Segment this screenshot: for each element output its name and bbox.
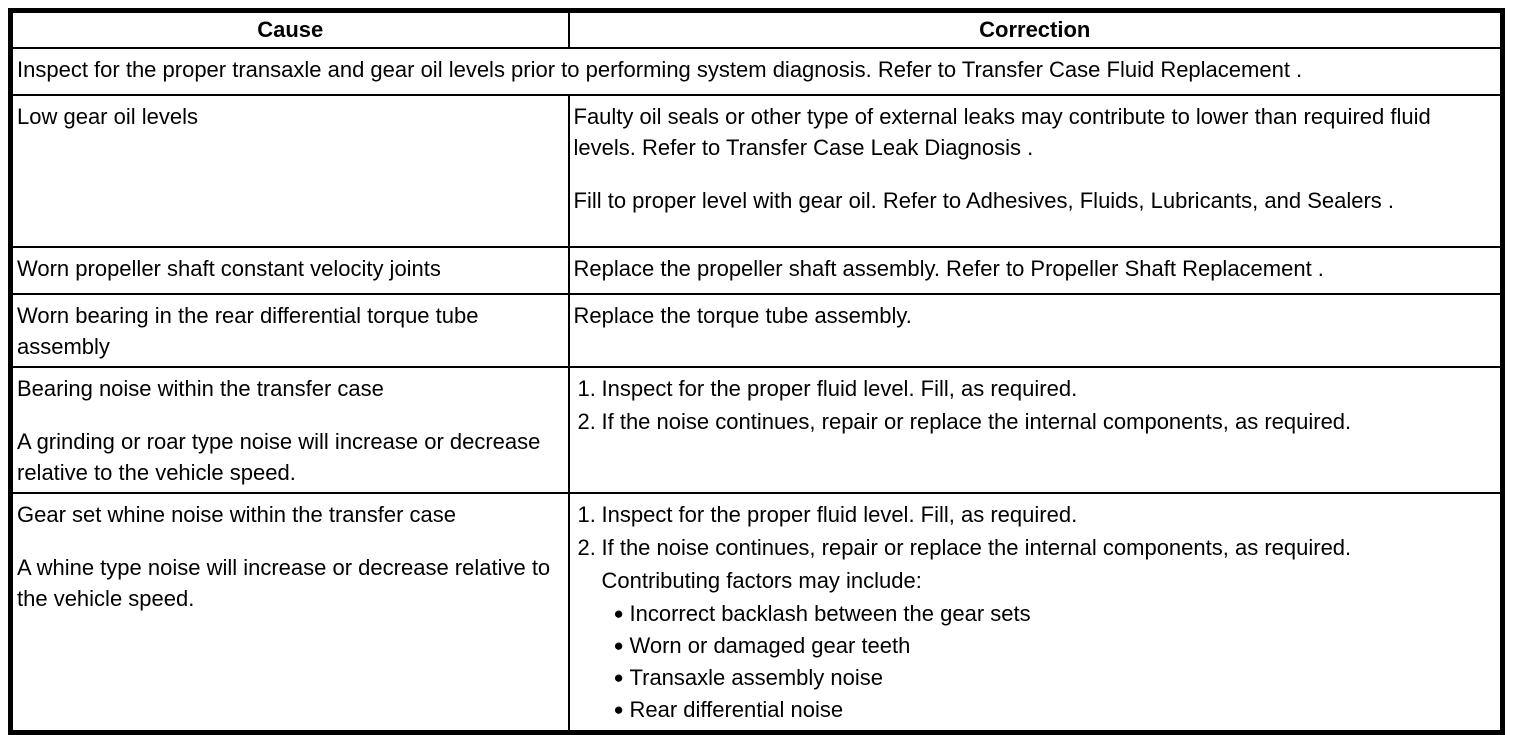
- table-row: Worn bearing in the rear differential to…: [9, 293, 1504, 368]
- correction-text: Replace the propeller shaft assembly. Re…: [573, 256, 1324, 281]
- bullet-icon: ●: [613, 668, 624, 687]
- step-text: Inspect for the proper fluid level. Fill…: [601, 502, 1078, 527]
- bullet-icon: ●: [613, 636, 624, 655]
- step-number: 1.: [577, 376, 596, 401]
- correction-text: Faulty oil seals or other type of extern…: [573, 104, 1431, 160]
- bullet-item: ● Rear differential noise: [614, 694, 1495, 725]
- table-row: Gear set whine noise within the transfer…: [9, 492, 1504, 734]
- bullet-item: ● Transaxle assembly noise: [614, 662, 1495, 693]
- bullet-icon: ●: [613, 700, 624, 719]
- table-row: Low gear oil levels Faulty oil seals or …: [9, 94, 1504, 248]
- bullet-text: Incorrect backlash between the gear sets: [629, 601, 1031, 626]
- column-header-cause: Cause: [9, 9, 570, 49]
- step-number: 1.: [577, 502, 596, 527]
- correction-text: Fill to proper level with gear oil. Refe…: [573, 188, 1395, 213]
- correction-cell: 1. Inspect for the proper fluid level. F…: [567, 492, 1504, 734]
- numbered-step: 2. If the noise continues, repair or rep…: [574, 406, 1495, 437]
- header-row: Cause Correction: [9, 9, 1504, 49]
- cause-text: Worn propeller shaft constant velocity j…: [17, 256, 441, 281]
- cause-cell: Worn bearing in the rear differential to…: [9, 293, 570, 368]
- correction-cell: Replace the propeller shaft assembly. Re…: [567, 246, 1504, 295]
- bullet-text: Worn or damaged gear teeth: [629, 633, 911, 658]
- step-text: If the noise continues, repair or replac…: [601, 409, 1352, 434]
- correction-cell: Faulty oil seals or other type of extern…: [567, 94, 1504, 248]
- bullet-text: Transaxle assembly noise: [629, 665, 884, 690]
- cause-cell: Low gear oil levels: [9, 94, 570, 248]
- numbered-step: 1. Inspect for the proper fluid level. F…: [574, 499, 1495, 530]
- note-cell: Inspect for the proper transaxle and gea…: [9, 47, 1504, 96]
- cause-text: A grinding or roar type noise will incre…: [17, 429, 541, 485]
- contributing-factors-note: Contributing factors may include:: [601, 568, 922, 593]
- bullet-item: ● Incorrect backlash between the gear se…: [614, 598, 1495, 629]
- step-text: Inspect for the proper fluid level. Fill…: [601, 376, 1078, 401]
- table-row: Bearing noise within the transfer case A…: [9, 366, 1504, 494]
- cause-cell: Gear set whine noise within the transfer…: [9, 492, 570, 734]
- note-text: Inspect for the proper transaxle and gea…: [17, 57, 1303, 82]
- cause-text: A whine type noise will increase or decr…: [17, 555, 551, 611]
- cause-text: Low gear oil levels: [17, 104, 198, 129]
- correction-text: Replace the torque tube assembly.: [573, 303, 912, 328]
- column-header-correction: Correction: [567, 9, 1504, 49]
- step-text: If the noise continues, repair or replac…: [601, 535, 1352, 560]
- bullet-text: Rear differential noise: [629, 697, 844, 722]
- numbered-step: 1. Inspect for the proper fluid level. F…: [574, 373, 1495, 404]
- cause-cell: Bearing noise within the transfer case A…: [9, 366, 570, 494]
- cause-text: Bearing noise within the transfer case: [17, 376, 384, 401]
- note-row: Inspect for the proper transaxle and gea…: [9, 47, 1504, 96]
- table-row: Worn propeller shaft constant velocity j…: [9, 246, 1504, 295]
- cause-text: Gear set whine noise within the transfer…: [17, 502, 457, 527]
- bullet-icon: ●: [613, 604, 624, 623]
- step-number: 2.: [577, 535, 596, 560]
- correction-cell: Replace the torque tube assembly.: [567, 293, 1504, 368]
- bullet-item: ● Worn or damaged gear teeth: [614, 630, 1495, 661]
- numbered-step: 2. If the noise continues, repair or rep…: [574, 532, 1495, 563]
- step-number: 2.: [577, 409, 596, 434]
- diagnostic-table-wrapper: Cause Correction Inspect for the proper …: [8, 8, 1505, 735]
- cause-cell: Worn propeller shaft constant velocity j…: [9, 246, 570, 295]
- cause-correction-table: Cause Correction Inspect for the proper …: [8, 8, 1505, 735]
- correction-cell: 1. Inspect for the proper fluid level. F…: [567, 366, 1504, 494]
- cause-text: Worn bearing in the rear differential to…: [17, 303, 479, 359]
